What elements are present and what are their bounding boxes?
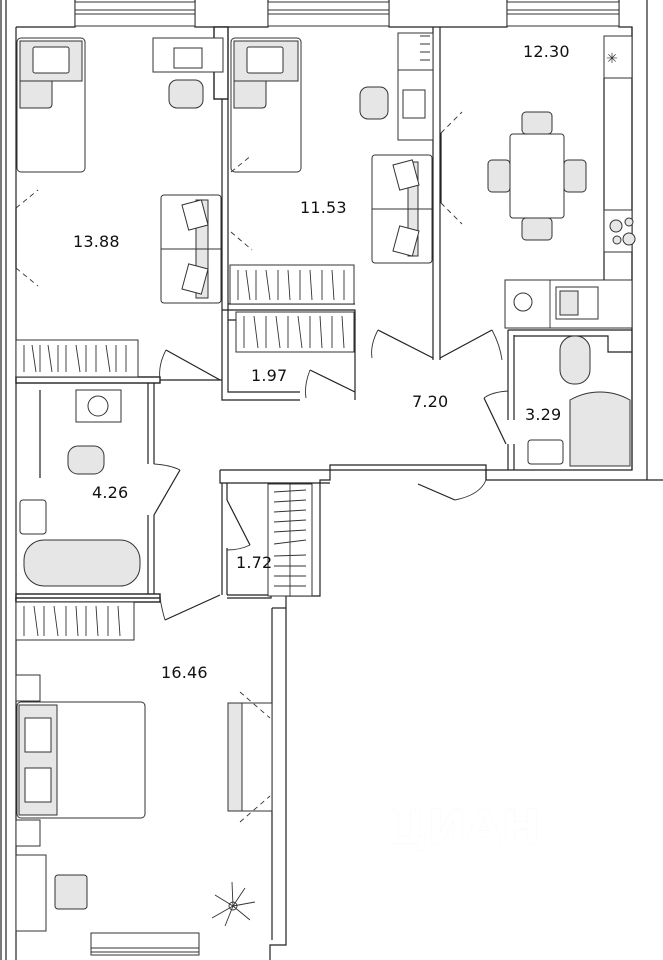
bedroom-2-furniture bbox=[230, 32, 434, 264]
windows bbox=[74, 1, 620, 956]
room-area-bedroom-2: 11.53 bbox=[300, 198, 347, 217]
svg-text:✳: ✳ bbox=[606, 51, 618, 67]
plant-icon bbox=[211, 881, 256, 927]
interior-walls bbox=[15, 26, 633, 603]
watermark-logo: ЦИАН bbox=[385, 800, 541, 854]
room-area-kitchen: 12.30 bbox=[523, 42, 570, 61]
bedroom-1-furniture bbox=[15, 37, 224, 304]
room-area-bathroom-tub: 4.26 bbox=[92, 483, 129, 502]
room-area-storage-1: 1.97 bbox=[251, 366, 288, 385]
bathroom-4-furniture bbox=[19, 389, 141, 587]
room-area-hallway: 7.20 bbox=[412, 392, 449, 411]
room-area-master-bedroom: 16.46 bbox=[161, 663, 208, 682]
room-area-storage-2: 1.72 bbox=[236, 553, 273, 572]
kitchen-furniture: ✳ bbox=[440, 35, 636, 329]
doors bbox=[153, 329, 509, 621]
room-area-bathroom-shower: 3.29 bbox=[525, 405, 562, 424]
master-bedroom-furniture bbox=[15, 674, 273, 932]
room-area-bedroom-1: 13.88 bbox=[73, 232, 120, 251]
wardrobes bbox=[15, 264, 355, 641]
bathroom-3-furniture bbox=[527, 335, 631, 467]
